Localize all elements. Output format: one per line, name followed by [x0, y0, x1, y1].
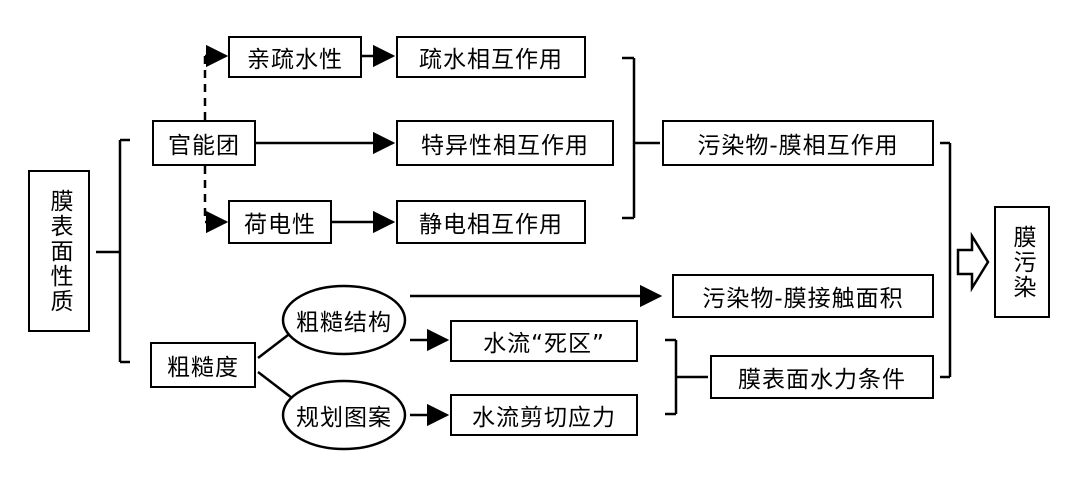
contact-area-box: 污染物-膜接触面积	[672, 274, 934, 318]
dead-zone-box: 水流“死区”	[450, 320, 638, 362]
pollutant-membrane-interaction-box: 污染物-膜相互作用	[662, 120, 934, 166]
specific-interaction-label: 特异性相互作用	[421, 133, 589, 159]
rough-structure-oval	[281, 284, 407, 356]
charge-box: 荷电性	[228, 200, 332, 244]
hydrophobic-interaction-box: 疏水相互作用	[396, 36, 586, 78]
charge-label: 荷电性	[244, 212, 316, 238]
right-main-brace	[940, 141, 952, 379]
regular-pattern-label: 规划图案	[296, 405, 392, 431]
interaction-brace	[622, 56, 660, 220]
functional-group-branches	[203, 44, 396, 234]
hollow-arrow-icon	[956, 231, 990, 293]
electrostatic-interaction-box: 静电相互作用	[396, 200, 586, 244]
left-main-brace	[96, 138, 130, 364]
shear-stress-box: 水流剪切应力	[450, 394, 638, 436]
hydraulic-brace	[665, 338, 708, 416]
contact-area-label: 污染物-膜接触面积	[702, 286, 904, 312]
roughness-label: 粗糙度	[167, 355, 239, 381]
functional-group-box: 官能团	[152, 120, 256, 166]
membrane-surface-properties-label: 膜表面性质	[46, 188, 72, 314]
hydrophilicity-box: 亲疏水性	[228, 36, 362, 78]
hydrophobic-interaction-label: 疏水相互作用	[419, 47, 563, 73]
membrane-fouling-label: 膜污染	[1009, 224, 1035, 300]
regular-pattern-oval	[281, 379, 407, 451]
pollutant-membrane-interaction-label: 污染物-膜相互作用	[697, 133, 899, 159]
dead-zone-label: 水流“死区”	[483, 331, 605, 357]
hydrophilicity-label: 亲疏水性	[247, 47, 343, 73]
membrane-surface-properties-box: 膜表面性质	[28, 170, 90, 332]
roughness-box: 粗糙度	[150, 342, 256, 388]
interaction-arrows	[332, 44, 396, 234]
rough-structure-label: 粗糙结构	[296, 310, 392, 336]
electrostatic-interaction-label: 静电相互作用	[419, 212, 563, 238]
roughness-branches	[257, 284, 663, 427]
hydraulic-conditions-label: 膜表面水力条件	[738, 367, 906, 393]
functional-group-label: 官能团	[168, 133, 240, 159]
specific-interaction-box: 特异性相互作用	[396, 120, 614, 166]
hydraulic-conditions-box: 膜表面水力条件	[710, 355, 934, 399]
membrane-fouling-box: 膜污染	[994, 206, 1050, 318]
shear-stress-label: 水流剪切应力	[472, 405, 616, 431]
